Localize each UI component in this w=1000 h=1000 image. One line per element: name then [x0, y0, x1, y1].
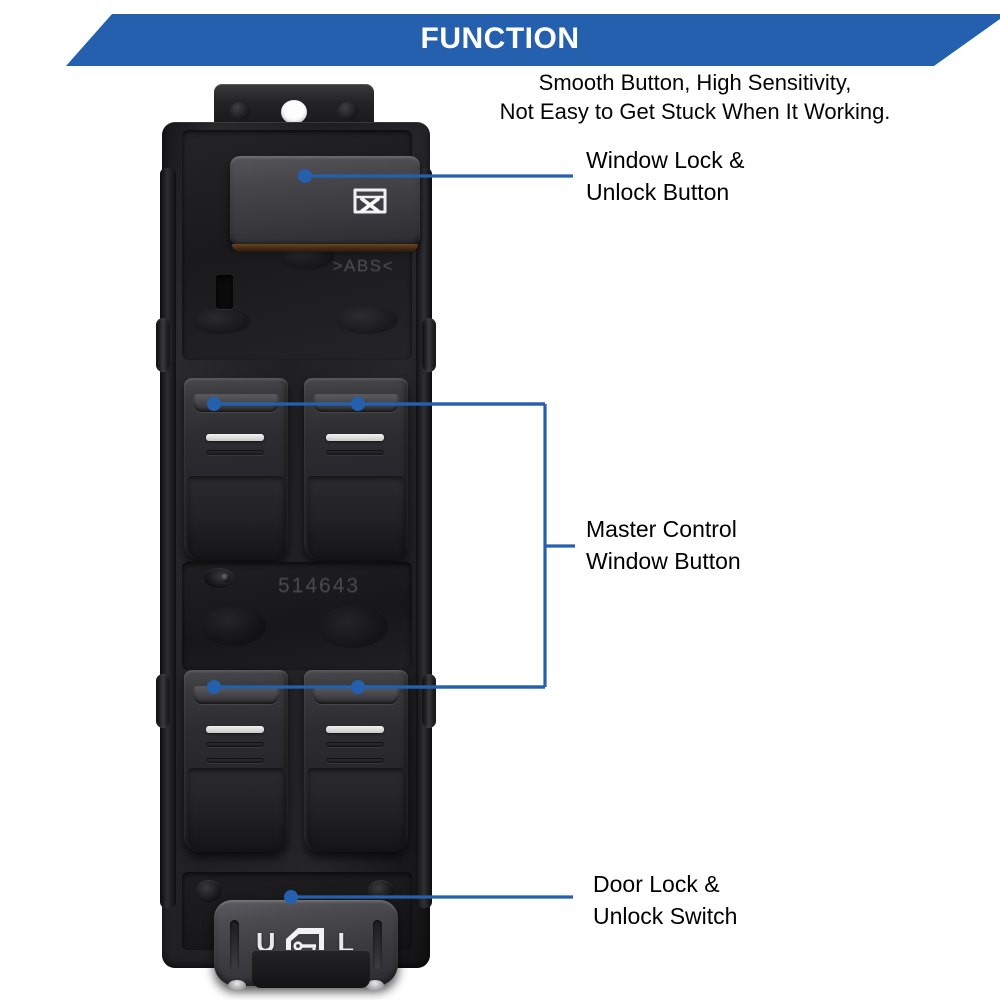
subtitle-block: Smooth Button, High Sensitivity, Not Eas…	[430, 68, 960, 126]
switch-indicator-dash	[326, 726, 384, 733]
part-number-marking: 514643	[278, 574, 361, 597]
switch-groove	[326, 450, 384, 455]
screw-boss	[368, 880, 394, 902]
banner-shape	[66, 14, 1000, 66]
switch-groove	[206, 758, 264, 763]
switch-groove	[206, 450, 264, 455]
screw-boss	[196, 880, 222, 902]
switch-indicator-dash	[326, 434, 384, 441]
switch-skirt	[188, 476, 284, 560]
housing-clip-right-upper	[422, 318, 436, 372]
door-lock-foot-left	[228, 980, 246, 991]
mid-housing-plate: 514643	[182, 562, 412, 670]
mount-screw-hole-right	[338, 102, 358, 120]
window-lock-x-icon	[350, 184, 390, 218]
housing-knob	[204, 568, 234, 588]
switch-groove	[326, 758, 384, 763]
switch-skirt	[308, 768, 404, 852]
housing-rail-left	[160, 168, 176, 908]
window-switch-rear-left[interactable]	[184, 670, 288, 852]
material-code-marking: >ABS<	[332, 256, 394, 275]
housing-clip-left-upper	[156, 318, 170, 372]
switch-groove	[206, 742, 264, 747]
switch-lip	[313, 686, 399, 704]
housing-slot	[216, 275, 233, 309]
housing-dimple	[318, 606, 388, 648]
housing-clip-right-lower	[422, 674, 436, 728]
callout-label-master-control: Master Control Window Button	[586, 516, 741, 574]
subtitle-line-2: Not Easy to Get Stuck When It Working.	[499, 99, 891, 124]
switch-groove	[326, 742, 384, 747]
switch-skirt	[188, 768, 284, 852]
door-lock-groove-left	[230, 920, 239, 970]
page-title: FUNCTION	[420, 22, 580, 55]
door-lock-foot-right	[366, 980, 384, 991]
switch-lip	[193, 394, 279, 412]
window-switch-front-left[interactable]	[184, 378, 288, 560]
housing-clip-left-lower	[156, 674, 170, 728]
switch-lip	[313, 394, 399, 412]
subtitle-line-1: Smooth Button, High Sensitivity,	[538, 70, 852, 95]
switch-lip	[193, 686, 279, 704]
callout-label-door-lock: Door Lock & Unlock Switch	[593, 871, 738, 929]
callout-label-window-lock: Window Lock & Unlock Button	[586, 147, 745, 205]
car-door-key-icon	[283, 925, 329, 961]
product-image-power-window-switch: >ABS<	[146, 84, 446, 991]
housing-dimple	[202, 606, 266, 646]
housing-dimple	[336, 306, 398, 334]
switch-indicator-dash	[206, 434, 264, 441]
window-switch-front-right[interactable]	[304, 378, 408, 560]
housing-rail-right	[416, 168, 432, 908]
switch-indicator-dash	[206, 726, 264, 733]
window-lock-unlock-button[interactable]	[230, 156, 420, 252]
mount-through-hole	[281, 100, 307, 124]
mount-screw-hole-left	[230, 102, 250, 120]
upper-housing-plate: >ABS<	[182, 130, 420, 360]
switch-housing: >ABS<	[156, 122, 436, 991]
housing-dimple	[192, 308, 250, 334]
window-switch-rear-right[interactable]	[304, 670, 408, 852]
function-banner: FUNCTION	[0, 14, 1000, 66]
bottom-mounting-tab	[252, 950, 370, 988]
door-lock-groove-right	[373, 920, 382, 970]
switch-skirt	[308, 476, 404, 560]
